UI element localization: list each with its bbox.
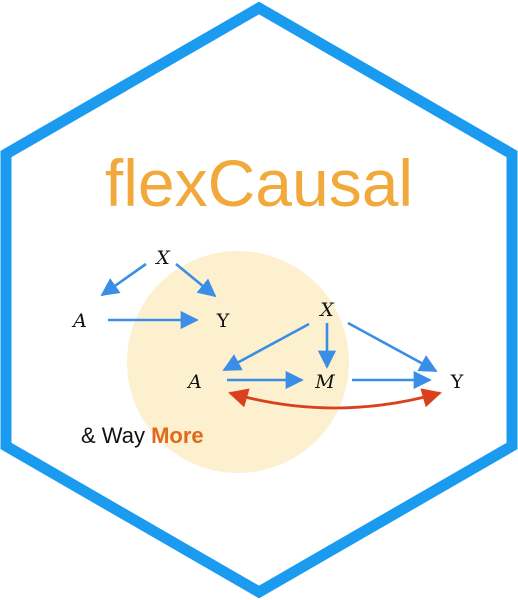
simple-node-y: Y (216, 310, 230, 332)
tagline: & Way More (81, 423, 204, 448)
edge-a-y-bidirected (228, 388, 442, 410)
mediation-dag (222, 321, 438, 390)
simple-node-x: X (154, 247, 171, 269)
tagline-highlight: More (151, 423, 204, 448)
mediation-node-y: Y (450, 371, 464, 393)
edge-x-to-y (175, 262, 217, 298)
simple-node-a: A (71, 310, 87, 332)
edge-x-to-a (222, 322, 310, 372)
tagline-prefix: & Way (81, 423, 151, 448)
simple-dag (100, 262, 217, 330)
mediation-node-a: A (186, 371, 202, 393)
logo-title: flexCausal (105, 146, 413, 220)
mediation-node-x: X (318, 299, 335, 321)
edge-x-to-y (347, 321, 438, 373)
edge-x-to-a (100, 262, 147, 297)
mediation-node-m: M (314, 371, 335, 393)
